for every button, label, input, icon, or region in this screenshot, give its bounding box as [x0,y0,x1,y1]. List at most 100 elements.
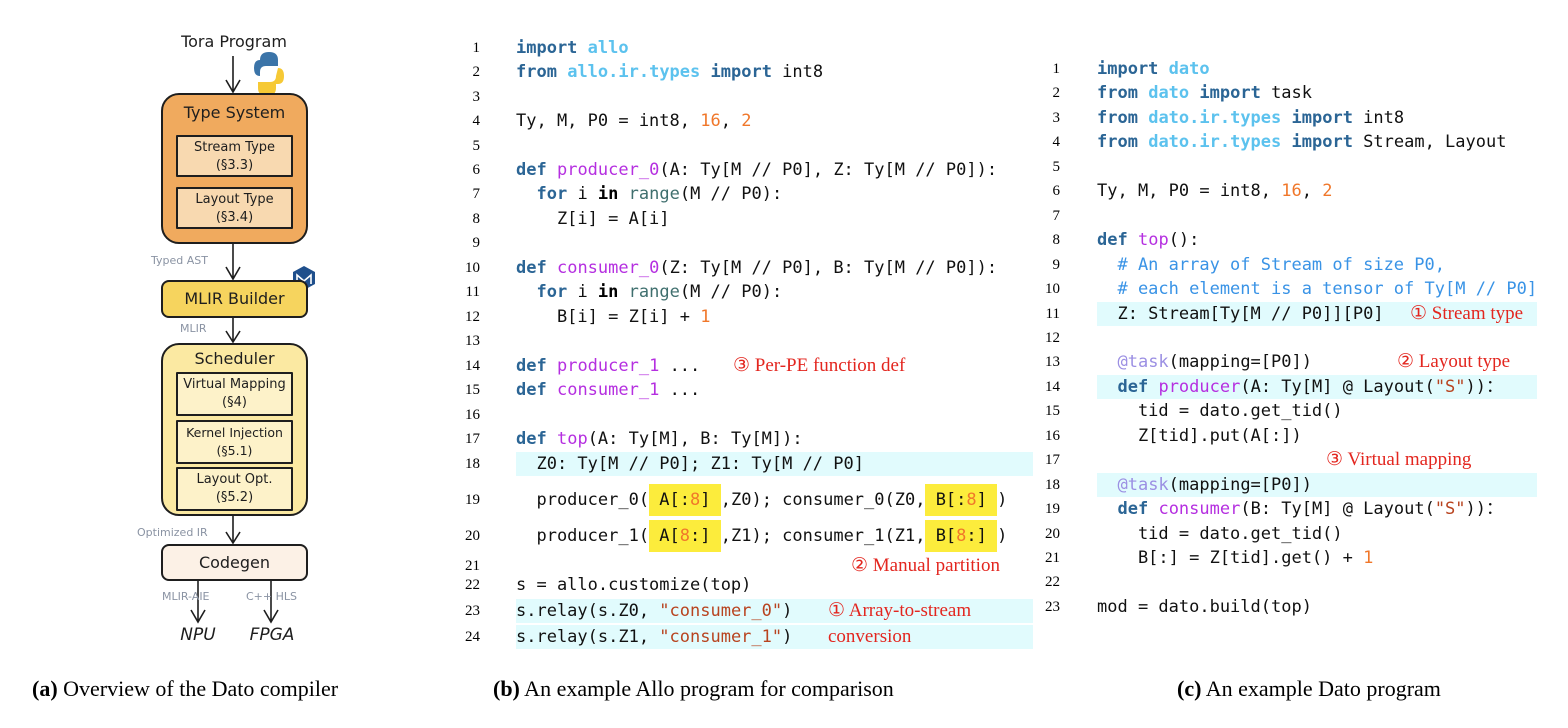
highlighted-slice: 8 [966,484,977,516]
code-token [1281,132,1291,152]
line-number: 12 [1045,329,1060,346]
flow-arrows [190,52,315,624]
line-number: 4 [472,113,481,129]
code-token: from [1097,107,1138,128]
line-highlight [516,625,1033,649]
line-highlight [1097,301,1537,326]
mlir-builder-box: MLIR Builder [161,280,308,318]
highlighted-slice: :] [966,520,998,552]
code-text: from allo.ir.types import int8 [516,60,823,84]
annotation-note: ① Array-to-stream [828,600,972,621]
code-token: ) [782,627,793,647]
code-token: for [536,282,568,302]
caption-c: (c) An example Dato program [1177,676,1441,702]
line-number: 22 [465,577,480,593]
code-token [1148,377,1158,397]
line-number: 20 [1045,525,1060,542]
caption-c-label: (c) [1177,676,1202,701]
annotation-note: ① Stream type [1410,302,1524,324]
code-token: , [1301,181,1323,202]
code-token: producer_1 [556,356,660,376]
scheduler-title: Scheduler [194,349,275,368]
code-token: def [516,258,547,278]
code-line: 11 for i in range(M // P0): [0,280,1568,304]
caption-b-label: (b) [493,676,520,701]
line-number: 17 [465,431,480,447]
line-number: 8 [1052,232,1061,249]
highlighted-slice: B[ [925,520,957,552]
code-token [1128,230,1138,250]
caption-a-label: (a) [32,676,58,701]
line-number: 9 [472,235,481,251]
code-token: (M // P0): [679,184,783,204]
code-token: (mapping=[P0]) [1168,474,1312,495]
code-token [1138,108,1148,128]
line-number: 22 [1045,574,1060,591]
code-line: 20 tid = dato.get_tid() [0,522,1568,546]
code-text: def producer(A: Ty[M] @ Layout("S"))： [1097,375,1503,399]
code-token: 16 [1281,181,1302,202]
code-text: for i in range(M // P0): [516,182,782,206]
code-token: s = allo.customize(top) [516,575,752,595]
code-text: def top(A: Ty[M], B: Ty[M]): [516,427,803,451]
kernel-injection-label: Kernel Injection [186,425,283,440]
edge-label-optimized-ir: Optimized IR [137,526,208,539]
stream-type-box: Stream Type (§3.3) [176,135,293,177]
line-number: 7 [1052,207,1061,224]
code-token: (M // P0): [679,282,783,302]
code-token [1138,83,1148,103]
code-token: Z[i] = A[i] [516,209,670,229]
line-number: 18 [465,456,480,472]
layout-opt-box: Layout Opt. (§5.2) [176,467,293,511]
code-line: 5 [0,134,1568,158]
line-number: 13 [1045,354,1060,371]
line-number: 16 [465,407,480,423]
code-token: @task [1117,474,1169,495]
code-token [1148,499,1158,519]
code-token: import [710,62,772,82]
code-text: producer_0( A[:8] ,Z0); consumer_0(Z0, B… [516,484,1007,516]
line-number: 3 [472,89,481,105]
code-token: ... [659,380,701,400]
code-token: int8 [1352,107,1405,128]
code-token: 16 [700,111,721,131]
code-line: 22 [0,570,1568,594]
code-token: (B: Ty[M] @ Layout( [1240,499,1435,520]
line-number: 6 [472,162,481,178]
layout-type-label: Layout Type [195,192,274,207]
highlighted-slice: A[ [649,520,680,552]
code-token: def [1117,376,1149,397]
code-text: Z: Stream[Ty[M // P0]][P0] [1097,302,1383,326]
line-number: 10 [1045,281,1060,298]
code-text: def consumer_0(Z: Ty[M // P0], B: Ty[M /… [516,256,997,280]
code-token: ))： [1465,499,1504,520]
code-token: 2 [1322,181,1333,202]
code-token: range [628,282,680,302]
code-text: for i in range(M // P0): [516,280,782,304]
code-text: @task(mapping=[P0]) [1097,473,1312,497]
code-token: dato.ir.types [1148,107,1282,128]
line-number: 15 [465,382,480,398]
line-highlight [1097,472,1537,497]
line-number: 24 [465,629,480,645]
line-number: 18 [1045,476,1060,493]
code-text: s.relay(s.Z1, "consumer_1") [516,625,792,649]
line-number: 19 [1045,501,1060,518]
code-line: 20 producer_1( A[8:] ,Z1); consumer_1(Z1… [0,520,1568,552]
code-line: 11 Z: Stream[Ty[M // P0]][P0]① Stream ty… [0,301,1568,326]
line-number: 12 [465,309,480,325]
code-token: producer_0( [516,490,650,510]
line-number: 21 [1045,550,1060,566]
highlighted-slice: 8 [690,484,701,516]
code-token [1097,377,1117,397]
layout-opt-label: Layout Opt. [196,472,273,487]
code-text: def consumer_1 ... [516,378,700,402]
code-text: s = allo.customize(top) [516,573,751,597]
virtual-mapping-label: Virtual Mapping [183,377,286,392]
python-logo-icon [254,52,284,96]
kernel-injection-box: Kernel Injection (§5.1) [176,420,293,464]
edge-label-mlir-aie: MLIR-AIE [162,590,210,603]
